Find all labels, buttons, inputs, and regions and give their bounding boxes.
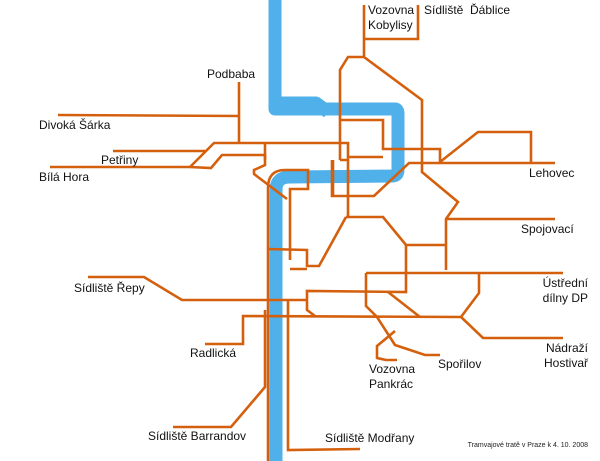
track-barrandov bbox=[173, 310, 267, 429]
track-ustredni-b bbox=[364, 273, 440, 357]
track-kobylisy-east bbox=[363, 55, 460, 270]
label-lehovec: Lehovec bbox=[529, 166, 575, 180]
label-spojovaci: Spojovací bbox=[521, 222, 574, 236]
label-ustredni-dilny: Ústřední dílny DP bbox=[542, 276, 588, 305]
label-divoka-sarka: Divoká Šárka bbox=[39, 118, 111, 132]
label-sporilov: Spořilov bbox=[438, 357, 482, 371]
label-sidliste-modrany: Sídliště Modřany bbox=[325, 431, 415, 445]
track-radlicka bbox=[205, 314, 462, 346]
label-vozovna-kobylisy: Vozovna Kobylisy bbox=[368, 3, 415, 32]
track-bila-hora bbox=[50, 141, 350, 169]
track-center-h bbox=[346, 215, 446, 247]
track-center-l bbox=[387, 290, 421, 319]
track-divoka-sarka bbox=[57, 113, 240, 118]
map-caption: Tramvajové tratě v Praze k 4. 10. 2008 bbox=[467, 442, 588, 449]
track-pankrac bbox=[375, 330, 397, 362]
track-center-j bbox=[305, 245, 408, 318]
track-modrany bbox=[286, 300, 361, 452]
track-center-i bbox=[266, 216, 348, 268]
river-segment bbox=[268, 0, 332, 118]
label-radlicka: Radlická bbox=[190, 346, 237, 360]
track-center-d bbox=[266, 168, 310, 461]
track-dablice bbox=[364, 5, 420, 41]
label-sidliste-dablice: Sídliště Ďáblice bbox=[424, 3, 511, 17]
label-sidliste-repy: Sídliště Řepy bbox=[74, 281, 145, 295]
label-podbaba: Podbaba bbox=[207, 67, 256, 81]
track-kobylisy bbox=[338, 5, 366, 160]
label-sidliste-barrandov: Sídliště Barrandov bbox=[148, 429, 247, 443]
label-nadrazi-hostivar: Nádraží Hostivař bbox=[543, 341, 588, 370]
label-bila-hora: Bílá Hora bbox=[39, 170, 90, 184]
tram-tracks bbox=[50, 5, 563, 461]
track-repy bbox=[88, 275, 307, 302]
label-petriny: Petřiny bbox=[101, 153, 139, 167]
label-vozovna-pankrac: Vozovna Pankrác bbox=[369, 362, 416, 391]
track-center-b bbox=[340, 118, 533, 165]
